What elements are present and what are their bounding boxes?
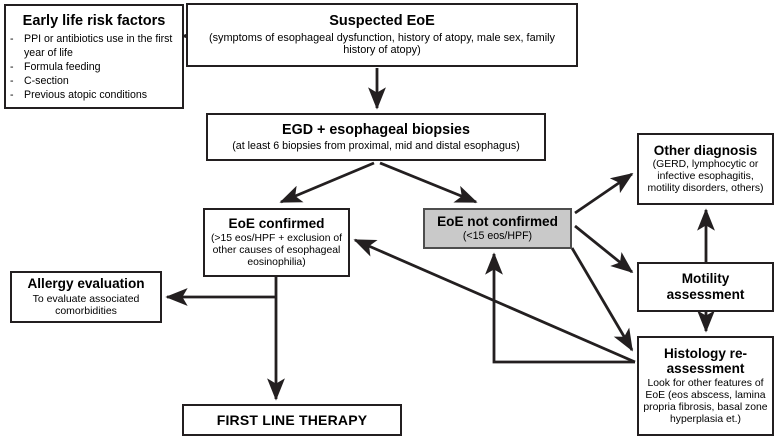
bullet-marker: - [10,32,14,45]
node-title: Other diagnosis [653,142,758,158]
edge-histology-to-not-confirmed [485,252,635,364]
node-eoe-not-confirmed[interactable]: EoE not confirmed (<15 eos/HPF) [423,208,572,249]
node-subtitle: (>15 eos/HPF + exclusion of other causes… [210,232,343,268]
node-title: Suspected EoE [329,12,435,29]
node-subtitle: (<15 eos/HPF) [462,230,533,243]
list-item-label: Formula feeding [24,60,101,73]
edge-egd-to-confirmed [279,161,375,204]
node-motility-assessment[interactable]: Motility assessment [637,262,774,312]
list-item-label: PPI or antibiotics use in the first year… [24,32,173,59]
node-title: Early life risk factors [22,13,166,29]
node-first-line-therapy[interactable]: FIRST LINE THERAPY [182,404,402,436]
node-title: Histology re-assessment [663,345,748,377]
node-title: EGD + esophageal biopsies [282,122,470,138]
node-egd-esophageal-biopsies[interactable]: EGD + esophageal biopsies (at least 6 bi… [206,113,546,161]
node-title: EoE not confirmed [437,214,558,230]
node-subtitle: (GERD, lymphocytic or infective esophagi… [647,159,764,195]
list-item: - Formula feeding [10,61,180,75]
node-subtitle: To evaluate associated comorbidities [32,293,140,318]
risk-factor-list: - PPI or antibiotics use in the first ye… [6,33,182,103]
edge-not-confirmed-to-other-diagnosis [574,172,634,215]
node-title: Allergy evaluation [27,276,145,292]
node-subtitle: (at least 6 biopsies from proximal, mid … [232,139,520,152]
node-early-life-risk-factors[interactable]: Early life risk factors - PPI or antibio… [4,4,184,109]
node-title: EoE confirmed [228,216,325,232]
edge-histology-to-confirmed [353,238,636,364]
node-histology-re-assessment[interactable]: Histology re-assessment Look for other f… [637,336,774,436]
list-item: - Previous atopic conditions [10,89,180,103]
node-title: Motility assessment [666,271,745,302]
list-item: - PPI or antibiotics use in the first ye… [10,33,180,61]
edge-not-confirmed-to-histology [570,247,634,352]
node-other-diagnosis[interactable]: Other diagnosis (GERD, lymphocytic or in… [637,133,774,205]
bullet-marker: - [10,74,14,87]
node-subtitle: (symptoms of esophageal dysfunction, his… [208,31,556,57]
list-item-label: Previous atopic conditions [24,88,148,101]
node-subtitle: Look for other features of EoE (eos absc… [643,378,768,426]
node-suspected-eoe[interactable]: Suspected EoE (symptoms of esophageal dy… [186,3,578,67]
edge-egd-to-not-confirmed [379,161,478,204]
edge-not-confirmed-to-motility [574,224,634,274]
bullet-marker: - [10,60,14,73]
node-title: FIRST LINE THERAPY [216,411,368,428]
node-eoe-confirmed[interactable]: EoE confirmed (>15 eos/HPF + exclusion o… [203,208,350,277]
list-item-label: C-section [24,74,69,87]
bullet-marker: - [10,88,14,101]
list-item: - C-section [10,75,180,89]
node-allergy-evaluation[interactable]: Allergy evaluation To evaluate associate… [10,271,162,323]
